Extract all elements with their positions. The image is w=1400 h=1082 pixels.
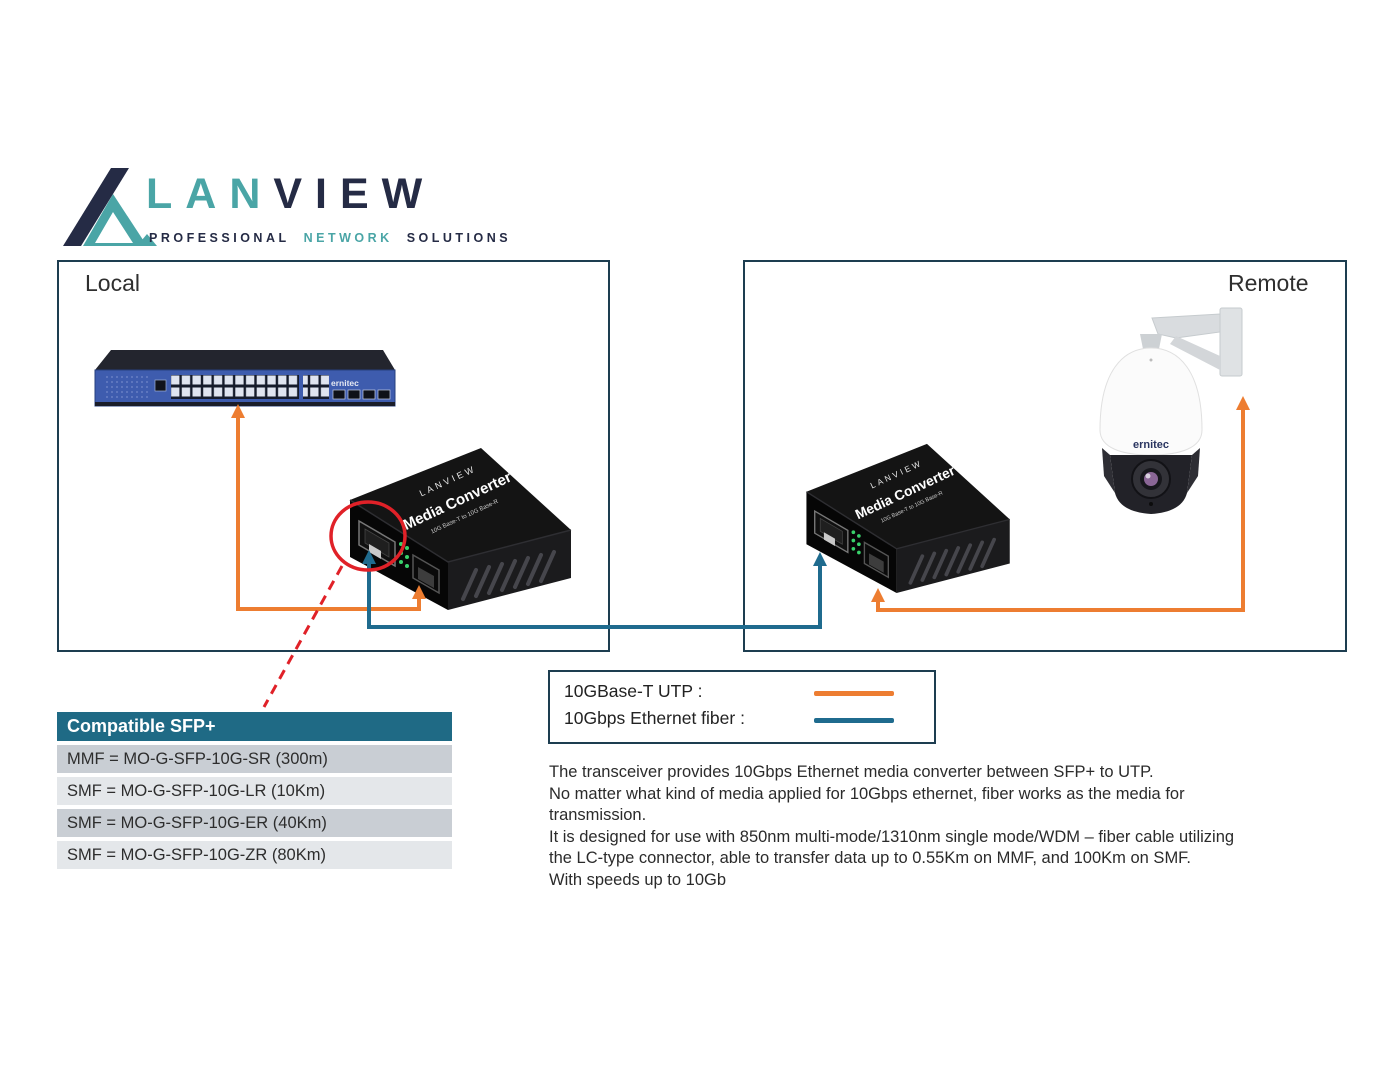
logo-small-triangle xyxy=(137,234,157,246)
switch-uplink-ports xyxy=(303,375,329,399)
compatible-sfp-table: Compatible SFP+ MMF = MO-G-SFP-10G-SR (3… xyxy=(57,712,452,873)
sfp-callout-dashed-line xyxy=(262,565,344,708)
switch-vents xyxy=(103,376,149,398)
switch-brand-label: ernitec xyxy=(331,378,359,388)
legend: 10GBase-T UTP : 10Gbps Ethernet fiber : xyxy=(548,670,936,744)
remote-media-converter xyxy=(804,442,1012,595)
legend-fiber-line-swatch xyxy=(814,718,894,723)
table-row: MMF = MO-G-SFP-10G-SR (300m) xyxy=(57,745,452,773)
switch-top xyxy=(95,350,395,370)
local-zone-label: Local xyxy=(85,270,140,296)
switch-port-block xyxy=(171,375,299,399)
arrowhead xyxy=(813,552,827,566)
legend-utp-line-swatch xyxy=(814,691,894,696)
utp-connector-local xyxy=(231,404,426,611)
table-row: SMF = MO-G-SFP-10G-ER (40Km) xyxy=(57,809,452,837)
arrowhead xyxy=(871,588,885,602)
sfp-table-header: Compatible SFP+ xyxy=(57,712,452,741)
description-text: The transceiver provides 10Gbps Ethernet… xyxy=(549,763,1235,889)
camera-wall-plate xyxy=(1219,307,1243,377)
arrowhead xyxy=(1236,396,1250,410)
ptz-camera-device: ernitec xyxy=(1099,307,1243,514)
camera-dome xyxy=(1099,347,1203,456)
utp-connector-remote xyxy=(871,396,1250,612)
table-row: SMF = MO-G-SFP-10G-ZR (80Km) xyxy=(57,841,452,869)
logo-wordmark: LANVIEW xyxy=(146,170,435,219)
fiber-connector xyxy=(362,550,827,629)
sfp-highlight-circle xyxy=(329,500,407,572)
arrowhead xyxy=(362,550,376,564)
switch-sfp-slots xyxy=(332,389,391,400)
network-switch-device: ernitec xyxy=(94,350,396,407)
arrowhead xyxy=(412,585,426,599)
logo-word-view: VIEW xyxy=(273,170,436,218)
legend-utp-label: 10GBase-T UTP : xyxy=(564,681,703,701)
camera-lens xyxy=(1144,472,1158,486)
remote-zone-box xyxy=(743,260,1347,652)
remote-zone-label: Remote xyxy=(1228,270,1309,296)
console-port xyxy=(154,379,167,392)
local-media-converter xyxy=(348,446,573,612)
logo-word-lan: LAN xyxy=(146,170,274,218)
arrowhead xyxy=(231,404,245,418)
camera-mount-arm xyxy=(1151,313,1221,339)
camera-brand-label: ernitec xyxy=(1133,439,1169,451)
table-row: SMF = MO-G-SFP-10G-LR (10Km) xyxy=(57,777,452,805)
logo-bar-navy xyxy=(63,168,129,246)
lanview-logo-icon xyxy=(63,168,157,246)
legend-fiber-label: 10Gbps Ethernet fiber : xyxy=(564,708,745,728)
